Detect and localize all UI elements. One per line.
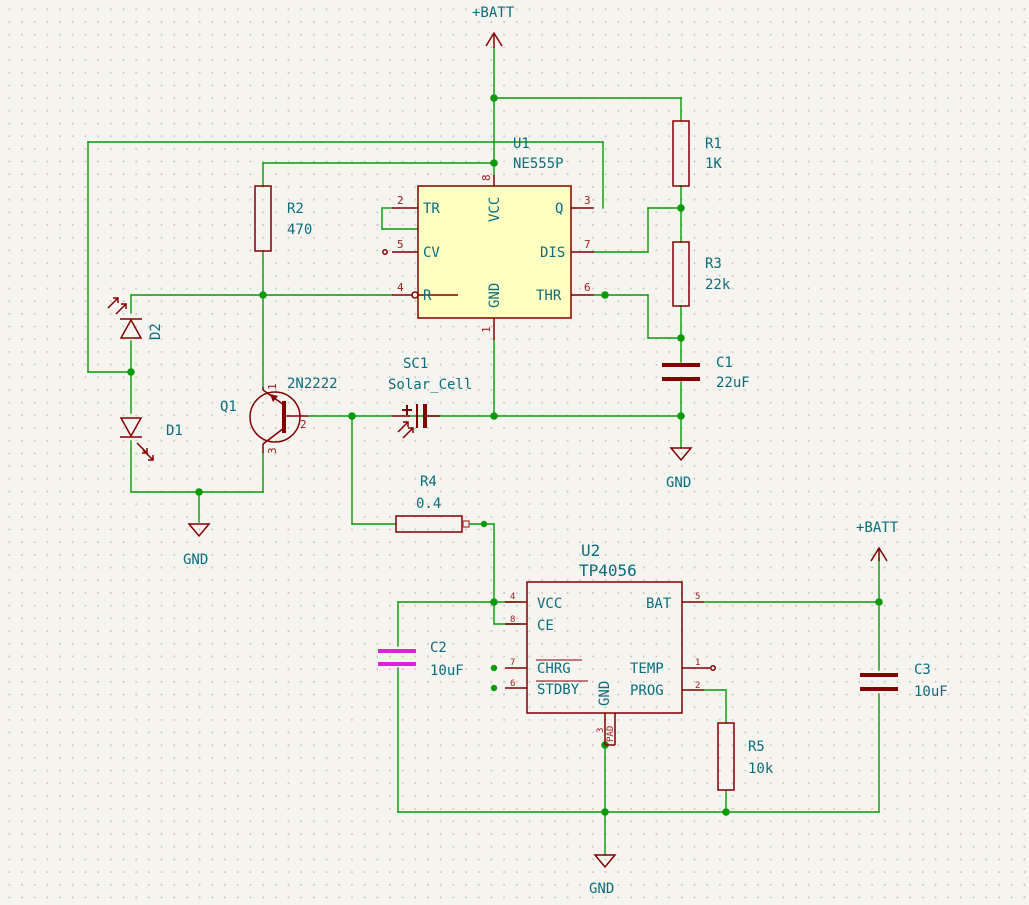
r3-ref: R3: [705, 256, 722, 272]
u2-pin-bat: BAT: [646, 596, 672, 612]
r1-ref: R1: [705, 136, 722, 152]
r5-value: 10k: [748, 761, 774, 777]
q1-pin3: 3: [266, 447, 279, 454]
u1-pin-q: Q: [555, 201, 563, 217]
c1-capacitor[interactable]: C1 22uF: [662, 355, 750, 391]
q1-ref: Q1: [220, 399, 237, 415]
u1-pinnum-gnd: 1: [480, 326, 493, 333]
q1-transistor[interactable]: Q1 2N2222 1 2 3: [220, 376, 338, 454]
u2-pinnum-ce: 8: [510, 615, 515, 625]
u1-pinnum-r: 4: [397, 281, 404, 294]
sc1-value: Solar_Cell: [388, 377, 472, 393]
u2-pinnum-bat: 5: [695, 592, 700, 602]
sc1-solar-cell[interactable]: SC1 Solar_Cell: [388, 356, 472, 439]
r3-resistor[interactable]: R3 22k: [672, 241, 731, 307]
u2-pinnum-temp: 1: [695, 658, 700, 668]
u2-pin-gnd: GND: [597, 681, 613, 706]
u1-pinnum-vcc: 8: [480, 174, 493, 181]
u1-pinnum-dis: 7: [584, 238, 591, 251]
r5-resistor[interactable]: R5 10k: [717, 722, 774, 791]
u2-pinnum-gnd: 3: [596, 728, 606, 733]
u1-pin-tr: TR: [423, 201, 440, 217]
batt-right-symbol: +BATT: [856, 520, 899, 562]
u1-ref: U1: [513, 136, 530, 152]
gnd-left-label: GND: [183, 552, 208, 568]
gnd-mid-label: GND: [666, 475, 691, 491]
c1-ref: C1: [716, 355, 733, 371]
c2-capacitor[interactable]: C2 10uF: [378, 640, 464, 679]
u1-pin-cv: CV: [423, 245, 440, 261]
u2-pin-prog: PROG: [630, 683, 664, 699]
r2-ref: R2: [287, 201, 304, 217]
c3-capacitor[interactable]: C3 10uF: [860, 662, 948, 700]
d2-led[interactable]: D2: [107, 297, 164, 340]
u1-pin-dis: DIS: [540, 245, 565, 261]
gnd-bottom-symbol: GND: [589, 854, 617, 897]
r1-resistor[interactable]: R1 1K: [672, 120, 722, 187]
junctions: [127, 94, 883, 816]
r4-value: 0.4: [416, 496, 441, 512]
u1-pin-gnd: GND: [487, 283, 503, 308]
r4-resistor[interactable]: R4 0.4: [395, 474, 470, 533]
u1-pinnum-cv: 5: [397, 238, 404, 251]
u1-pin-r: R: [423, 288, 432, 304]
q1-pin1: 1: [266, 383, 279, 390]
r2-value: 470: [287, 222, 312, 238]
u2-pin-temp: TEMP: [630, 661, 664, 677]
r1-value: 1K: [705, 156, 722, 172]
c2-ref: C2: [430, 640, 447, 656]
u1-pin-vcc: VCC: [487, 197, 503, 222]
c3-value: 10uF: [914, 684, 948, 700]
q1-value: 2N2222: [287, 376, 338, 392]
gnd-mid-symbol: GND: [666, 447, 693, 491]
d1-ref: D1: [166, 423, 183, 439]
u1-pinnum-q: 3: [584, 194, 591, 207]
u1-pin-thr: THR: [536, 288, 562, 304]
u2-pinnum-chrg: 7: [510, 658, 515, 668]
c3-ref: C3: [914, 662, 931, 678]
batt-top-symbol: +BATT: [472, 5, 515, 48]
u2-value: TP4056: [579, 561, 637, 580]
u2-pinnum-prog: 2: [695, 681, 700, 691]
gnd-left-symbol: GND: [183, 523, 211, 568]
q1-pin2: 2: [300, 418, 307, 431]
c1-value: 22uF: [716, 375, 750, 391]
u1-value: NE555P: [513, 156, 564, 172]
u1-pinnum-thr: 6: [584, 281, 591, 294]
r4-ref: R4: [420, 474, 437, 490]
u2-pin-ce: CE: [537, 618, 554, 634]
u2-tp4056[interactable]: U2 TP4056 VCC CE CHRG STDBY BAT TEMP PRO…: [505, 541, 716, 746]
r3-value: 22k: [705, 277, 731, 293]
d2-ref: D2: [148, 323, 164, 340]
batt-right-label: +BATT: [856, 520, 899, 536]
u1-ne555[interactable]: U1 NE555P TR CV R Q DIS THR VCC GND 2 5 …: [382, 136, 594, 340]
u2-pinnum-stdby: 6: [510, 679, 515, 689]
sc1-ref: SC1: [403, 356, 428, 372]
u2-pin-chrg: CHRG: [537, 661, 571, 677]
u2-pinnum-pad: PAD: [606, 726, 616, 742]
u1-pinnum-tr: 2: [397, 194, 404, 207]
batt-top-label: +BATT: [472, 5, 515, 21]
wires: [87, 47, 880, 856]
c2-value: 10uF: [430, 663, 464, 679]
u2-pinnum-vcc: 4: [510, 592, 515, 602]
r5-ref: R5: [748, 739, 765, 755]
u2-pin-stdby: STDBY: [537, 682, 580, 698]
gnd-bottom-label: GND: [589, 881, 614, 897]
u2-pin-vcc: VCC: [537, 596, 562, 612]
r2-resistor[interactable]: R2 470: [254, 185, 312, 252]
u2-ref: U2: [581, 541, 600, 560]
d1-led[interactable]: D1: [119, 417, 183, 461]
